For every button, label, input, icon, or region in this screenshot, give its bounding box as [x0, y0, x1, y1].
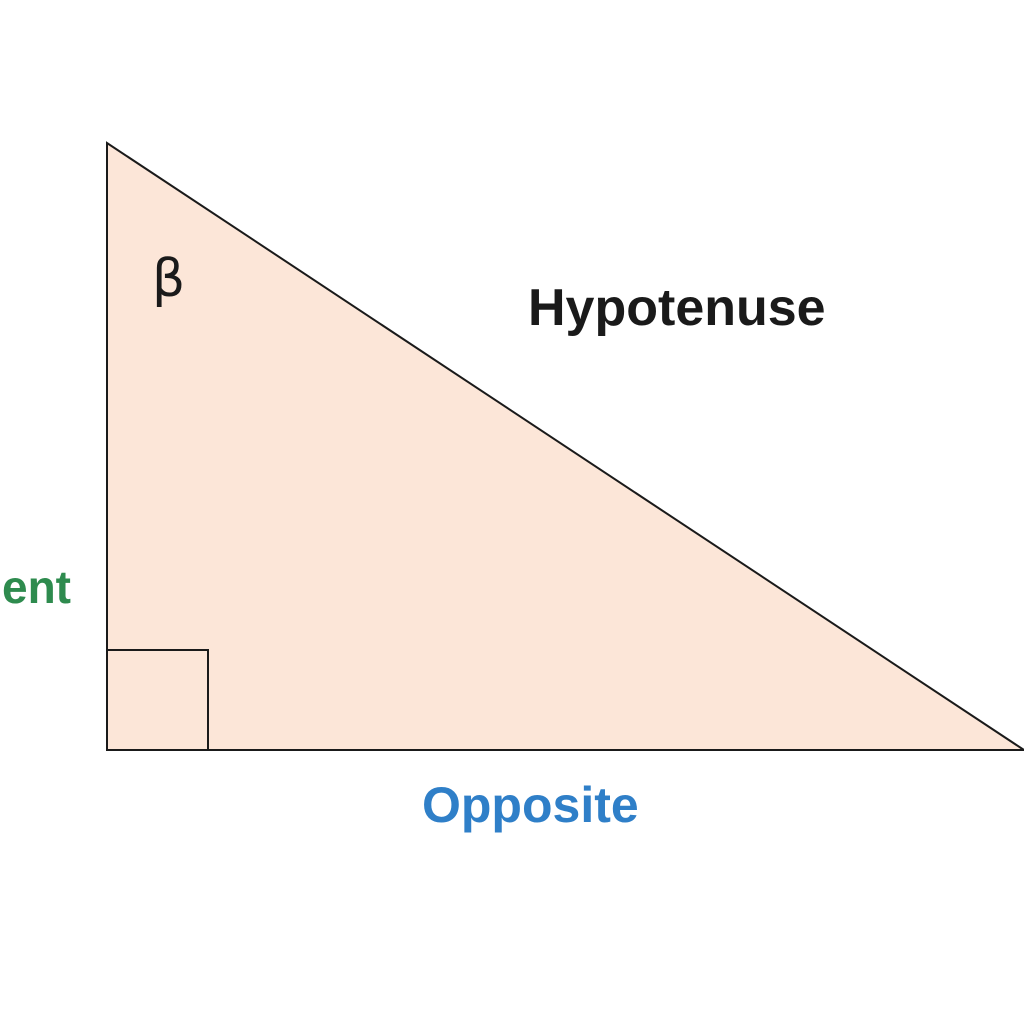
right-triangle-shape [106, 141, 1024, 751]
angle-beta-label: β [152, 249, 186, 309]
right-angle-marker [107, 649, 209, 750]
opposite-side-label: Opposite [422, 777, 639, 833]
hypotenuse-label: Hypotenuse [528, 279, 826, 337]
adjacent-side-label: ent [2, 561, 71, 613]
